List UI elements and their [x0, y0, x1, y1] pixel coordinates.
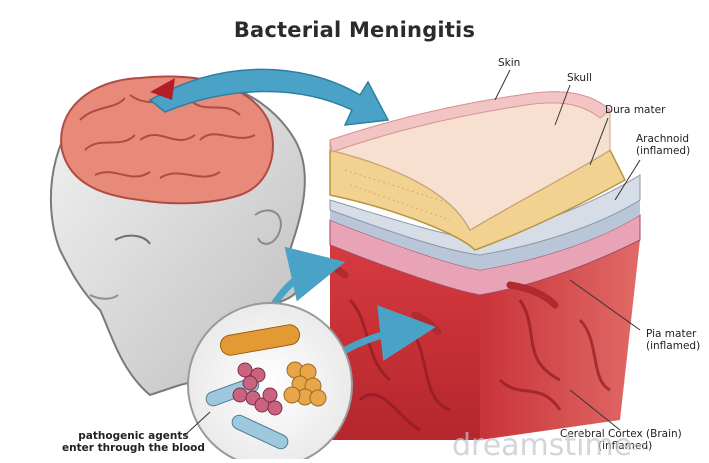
watermark-text: dreamstime	[452, 428, 632, 463]
label-arachnoid: Arachnoid (inflamed)	[636, 133, 690, 157]
label-dura-mater: Dura mater	[605, 104, 665, 116]
label-skin: Skin	[498, 57, 520, 69]
label-pia-mater: Pia mater (inflamed)	[646, 328, 700, 352]
pathogen-circle	[188, 303, 352, 459]
tissue-block	[310, 92, 640, 440]
page-title: Bacterial Meningitis	[0, 18, 709, 42]
pathogen-caption: pathogenic agents enter through the bloo…	[62, 430, 205, 454]
watermark-suffix: .com	[622, 440, 649, 453]
label-skull: Skull	[567, 72, 592, 84]
